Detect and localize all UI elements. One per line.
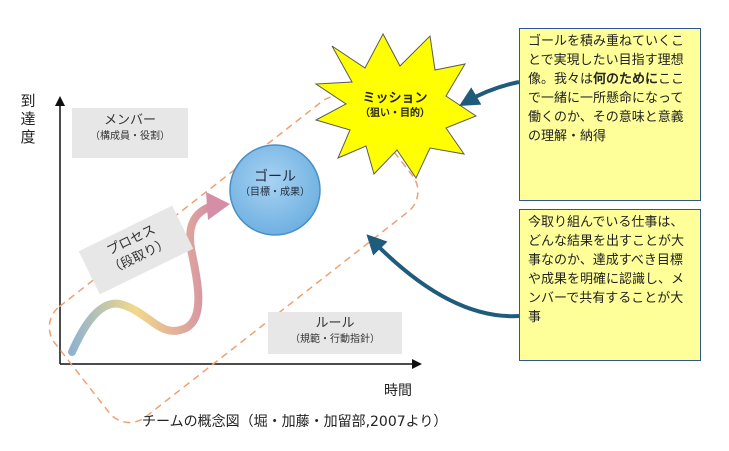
- rule-box: ルール （規範・行動指針）: [268, 312, 402, 354]
- y-axis-arrowhead: [55, 96, 65, 106]
- goal-note-text: 今取り組んでいる仕事は、どんな結果を出すことが大事なのか、達成すべき目標や成果を…: [528, 215, 685, 325]
- figure-caption: チームの概念図（堀・加藤・加留部,2007より）: [142, 414, 448, 430]
- goal-label: ゴール: [254, 169, 296, 185]
- process-wave-arrowhead: [206, 192, 230, 220]
- mission-star: [314, 32, 478, 180]
- y-axis-label: 到達度: [20, 92, 36, 146]
- goal-explanation-note: 今取り組んでいる仕事は、どんな結果を出すことが大事なのか、達成すべき目標や成果を…: [519, 209, 701, 361]
- mission-text: ミッション （狙い・目的）: [330, 90, 460, 121]
- member-box: メンバー （構成員・役割）: [72, 108, 188, 158]
- goal-text: ゴール （目標・成果）: [226, 168, 324, 200]
- process-wave-arrow: [68, 202, 216, 356]
- mission-explanation-note: ゴールを積み重ねていくことで実現したい目指す理想像。我々は何のためにここで一緒に…: [519, 28, 701, 201]
- mission-note-text-before: ゴールを積み重ねていくことで実現したい目指す理想像。我々は: [528, 34, 685, 87]
- rule-sub-label: （規範・行動指針）: [290, 334, 380, 345]
- goal-note-arrow: [366, 234, 520, 319]
- x-axis-label: 時間: [384, 383, 412, 399]
- mission-note-text-after: ここで一緒に一所懸命になって働くのか、その意味と意義の理解・納得: [528, 72, 685, 144]
- goal-sub-label: （目標・成果）: [240, 187, 310, 198]
- x-axis-arrowhead: [412, 359, 422, 369]
- mission-label: ミッション: [362, 91, 428, 106]
- mission-note-emphasis: 何のために: [593, 72, 659, 87]
- member-label: メンバー: [103, 113, 156, 128]
- mission-sub-label: （狙い・目的）: [360, 108, 430, 119]
- member-sub-label: （構成員・役割）: [90, 131, 170, 142]
- mission-note-arrow: [459, 80, 520, 107]
- rule-label: ルール: [315, 316, 355, 331]
- goal-circle: [229, 144, 321, 236]
